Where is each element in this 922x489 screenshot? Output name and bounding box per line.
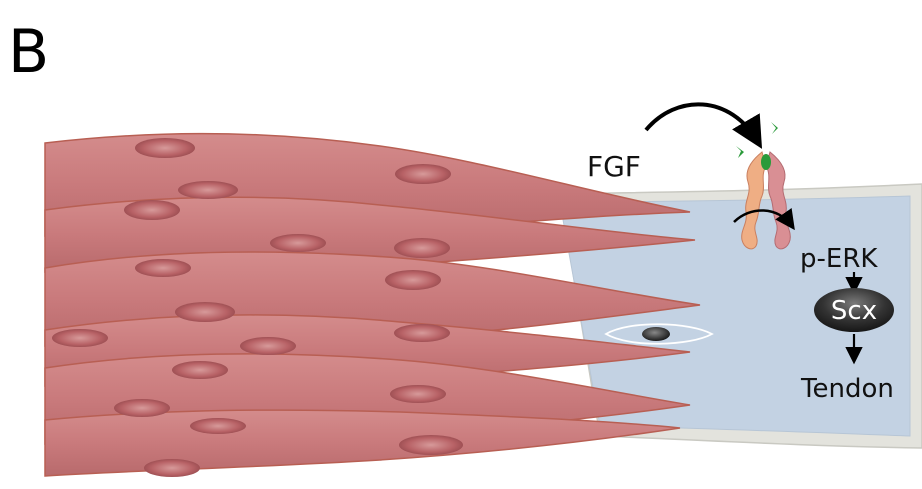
- myonucleus: [172, 361, 228, 379]
- fgf-label: FGF: [587, 150, 641, 183]
- ligand-icon: [771, 122, 778, 134]
- muscle-fibers: [45, 134, 700, 476]
- myonucleus: [385, 270, 441, 290]
- scx-label: Scx: [831, 296, 877, 326]
- myonucleus: [399, 435, 463, 455]
- myonucleus: [394, 324, 450, 342]
- myonucleus: [270, 234, 326, 252]
- myonucleus: [240, 337, 296, 355]
- scx-node: Scx: [814, 288, 894, 332]
- fgf-binding-arrow: [646, 104, 758, 142]
- myonucleus: [52, 329, 108, 347]
- myonucleus: [135, 259, 191, 277]
- myonucleus: [175, 302, 235, 322]
- myonucleus: [394, 238, 450, 258]
- muscle-fiber: [45, 410, 680, 476]
- ligand-icon: [736, 146, 744, 158]
- myonucleus: [124, 200, 180, 220]
- myonucleus: [395, 164, 451, 184]
- myonucleus: [178, 181, 238, 199]
- perk-label: p-ERK: [800, 244, 878, 274]
- myonucleus: [114, 399, 170, 417]
- tendon-label: Tendon: [800, 374, 894, 404]
- myonucleus: [390, 385, 446, 403]
- myonucleus: [144, 459, 200, 477]
- myonucleus: [190, 418, 246, 434]
- myonucleus: [135, 138, 195, 158]
- panel-label: B: [8, 17, 49, 87]
